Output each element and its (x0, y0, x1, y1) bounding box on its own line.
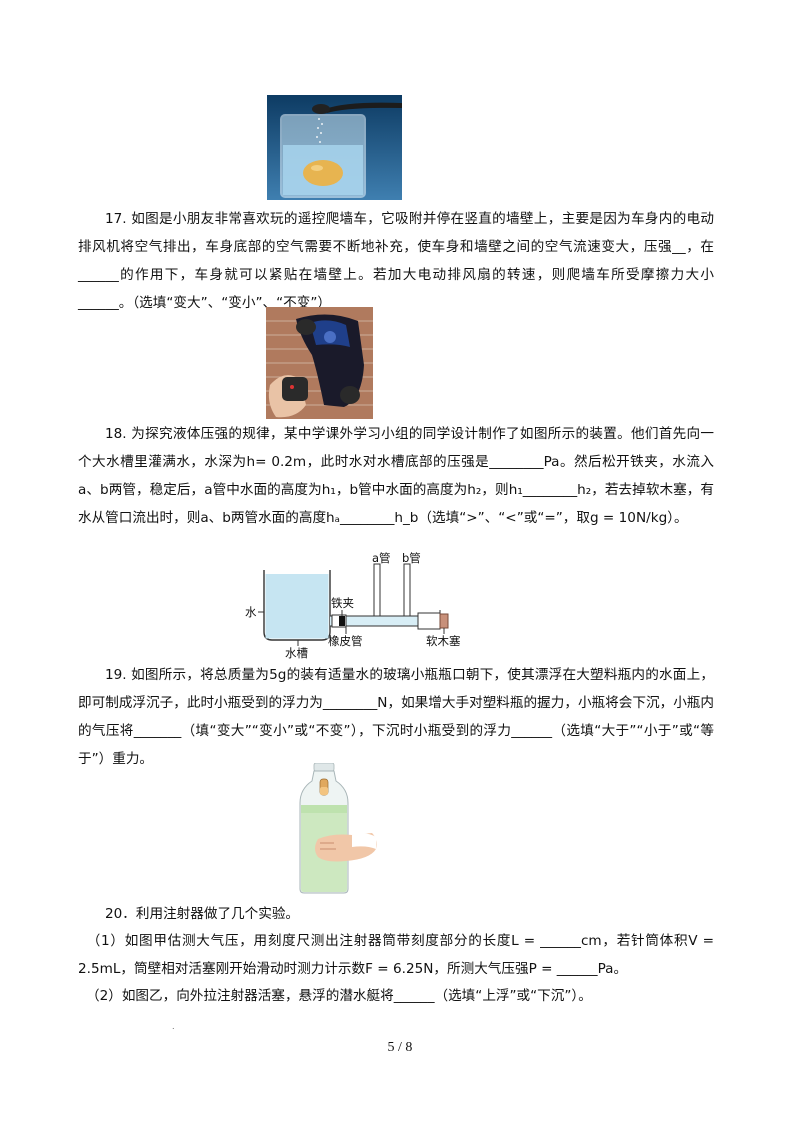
question-19-text: 19. 如图所示，将总质量为5g的装有适量水的玻璃小瓶瓶口朝下，使其漂浮在大塑料… (78, 667, 714, 767)
tube-a (373, 563, 381, 617)
tube-a-label: a管 (372, 551, 391, 565)
tube-b-label: b管 (402, 551, 421, 565)
question-18-text: 18. 为探究液体压强的规律，某中学课外学习小组的同学设计制作了如图所示的装置。… (78, 426, 714, 526)
question-20-part-2: （2）如图乙，向外拉注射器活塞，悬浮的潜水艇将______（选填“上浮”或“下沉… (78, 982, 714, 1010)
question-20-part-2-text: （2）如图乙，向外拉注射器活塞，悬浮的潜水艇将______（选填“上浮”或“下沉… (86, 988, 592, 1004)
question-17: 17. 如图是小朋友非常喜欢玩的遥控爬墙车，它吸附并停在竖直的墙壁上，主要是因为… (78, 205, 714, 311)
cartesian-diver-bottle-figure (299, 763, 377, 894)
question-18: 18. 为探究液体压强的规律，某中学课外学习小组的同学设计制作了如图所示的装置。… (78, 420, 714, 545)
page-number: 5 / 8 (387, 1040, 413, 1055)
question-20-part-1: （1）如图甲估测大气压，用刻度尺测出注射器筒带刻度部分的长度L = ______… (78, 927, 714, 983)
cork-stopper (439, 613, 449, 629)
rubber-tube-label: 橡皮管 (328, 634, 363, 648)
question-20-part-1-text: （1）如图甲估测大气压，用刻度尺测出注射器筒带刻度部分的长度L = ______… (78, 933, 714, 977)
water-label: 水 (245, 605, 257, 619)
question-19: 19. 如图所示，将总质量为5g的装有适量水的玻璃小瓶瓶口朝下，使其漂浮在大塑料… (78, 661, 714, 771)
iron-clip (339, 616, 345, 626)
clip-label: 铁夹 (331, 596, 354, 610)
liquid-pressure-apparatus-figure: a管 b管 水 水槽 铁夹 橡皮管 软木塞 (245, 551, 461, 660)
tank-water (265, 574, 329, 639)
question-17-text: 17. 如图是小朋友非常喜欢玩的遥控爬墙车，它吸附并停在竖直的墙壁上，主要是因为… (78, 211, 714, 311)
tank-label: 水槽 (285, 646, 308, 660)
stray-dot: . (172, 1022, 175, 1031)
wall-climbing-car-figure (266, 307, 373, 419)
tube-b (403, 563, 411, 617)
question-20-intro: 20．利用注射器做了几个实验。 (78, 900, 714, 928)
cork-label: 软木塞 (426, 634, 461, 648)
beaker-egg-figure (267, 95, 402, 200)
question-20-intro-text: 20．利用注射器做了几个实验。 (105, 906, 300, 922)
